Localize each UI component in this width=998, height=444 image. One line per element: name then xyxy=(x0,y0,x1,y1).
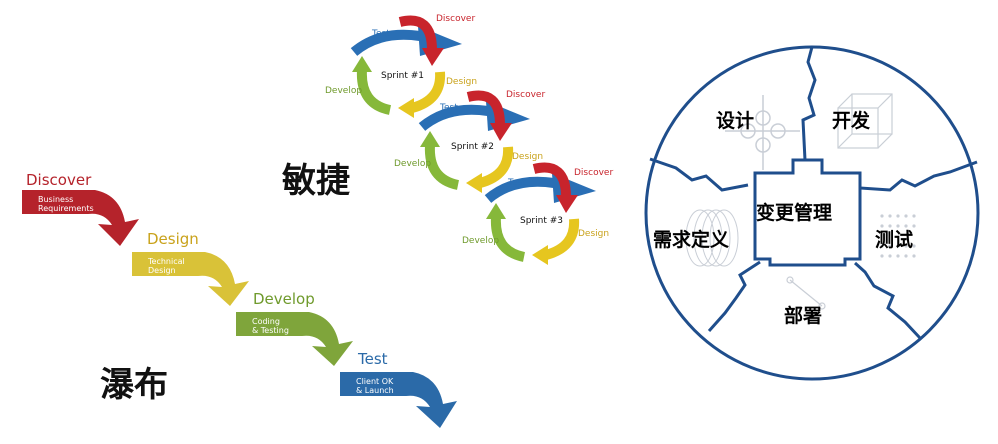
sprint-cycle-3: Sprint #3 Discover Test Design Develop xyxy=(462,162,613,265)
sprint-3-test-label: Test xyxy=(507,178,526,188)
waterfall-desc1-discover: Business xyxy=(38,195,73,204)
waterfall-diagram: Discover Business Requirements Design Te… xyxy=(22,171,457,428)
sprint-1-design-arrow xyxy=(410,71,446,113)
sprint-1-discover-arrow xyxy=(398,15,437,51)
wheel-center-hub xyxy=(753,158,862,267)
sprint-3-design-arrowhead xyxy=(532,245,548,265)
waterfall-desc2-test: & Launch xyxy=(356,386,394,395)
sprint-2-discover-arrow xyxy=(466,90,505,126)
sprint-1-develop-arrowhead xyxy=(352,56,372,72)
sprint-3-discover-label: Discover xyxy=(574,168,613,178)
sprint-3-design-label: Design xyxy=(578,229,609,239)
sprint-1-test-label: Test xyxy=(371,29,390,39)
deploy-decoration-icon xyxy=(786,276,826,310)
sprint-3-develop-arrowhead xyxy=(486,203,506,219)
wheel-center-label: 变更管理 xyxy=(756,201,832,224)
sprint-3-label: Sprint #3 xyxy=(520,216,563,226)
sprint-2-test-label: Test xyxy=(439,103,458,113)
sprint-1-label: Sprint #1 xyxy=(381,71,424,81)
waterfall-arrow-test xyxy=(340,372,457,428)
sprint-2-develop-arrowhead xyxy=(420,131,440,147)
waterfall-step-test: Test Client OK & Launch xyxy=(340,350,457,428)
waterfall-arrow-develop xyxy=(236,312,353,366)
sprint-2-design-label: Design xyxy=(512,152,543,162)
waterfall-heading-design: Design xyxy=(147,230,199,248)
waterfall-title: 瀑布 xyxy=(100,365,168,405)
requirements-decoration-icon xyxy=(685,209,739,267)
sprint-1-develop-arrow xyxy=(356,69,392,115)
waterfall-desc1-develop: Coding xyxy=(252,317,280,326)
sprint-2-design-arrowhead xyxy=(466,173,482,193)
wheel-segment-design: 设计 xyxy=(716,110,754,132)
sprint-1-test-arrow xyxy=(350,29,421,56)
waterfall-step-discover: Discover Business Requirements xyxy=(22,171,139,246)
change-management-wheel: 变更管理 设计 开发 测试 部署 需求定义 xyxy=(644,45,980,381)
waterfall-desc2-develop: & Testing xyxy=(252,326,289,335)
sprint-3-develop-label: Develop xyxy=(462,236,499,246)
sprint-1-design-label: Design xyxy=(446,77,477,87)
waterfall-heading-test: Test xyxy=(357,350,388,368)
waterfall-heading-develop: Develop xyxy=(253,290,315,308)
develop-decoration-icon xyxy=(837,93,893,149)
wheel-segment-develop: 开发 xyxy=(832,109,871,132)
test-decoration-icon xyxy=(880,214,916,258)
design-decoration-icon xyxy=(725,95,800,170)
sprint-3-develop-arrow xyxy=(490,216,526,262)
sprint-2-test-arrow xyxy=(418,104,489,131)
waterfall-desc1-design: Technical xyxy=(147,257,185,266)
waterfall-step-develop: Develop Coding & Testing xyxy=(236,290,353,366)
waterfall-desc2-design: Design xyxy=(148,266,176,275)
sprint-cycle-1: Sprint #1 Discover Test Design Develop xyxy=(325,14,477,118)
sprint-1-discover-arrowhead xyxy=(422,48,444,66)
waterfall-desc1-test: Client OK xyxy=(356,377,394,386)
sprint-3-design-arrow xyxy=(544,218,580,260)
sprint-2-develop-label: Develop xyxy=(394,159,431,169)
agile-diagram: 敏捷 Sprint #1 Discover Test Design Develo… xyxy=(282,14,613,265)
sprint-cycle-2: Sprint #2 Discover Test Design Develop xyxy=(394,90,545,193)
wheel-segment-test: 测试 xyxy=(875,229,913,251)
wheel-segment-deploy: 部署 xyxy=(784,304,822,327)
agile-title: 敏捷 xyxy=(282,161,350,201)
sprint-2-design-arrow xyxy=(478,146,514,188)
sprint-2-develop-arrow xyxy=(424,144,460,190)
sprint-3-test-arrow xyxy=(484,176,555,203)
waterfall-desc2-discover: Requirements xyxy=(38,204,94,213)
sprint-3-discover-arrow xyxy=(532,162,571,198)
sprint-2-discover-arrowhead xyxy=(490,123,512,141)
sprint-3-discover-arrowhead xyxy=(556,195,578,213)
sprint-1-design-arrowhead xyxy=(398,98,414,118)
waterfall-arrow-design xyxy=(132,252,249,306)
sprint-1-discover-label: Discover xyxy=(436,14,475,24)
sprint-1-develop-label: Develop xyxy=(325,86,362,96)
wheel-segment-requirements: 需求定义 xyxy=(653,228,729,251)
wheel-dividers xyxy=(649,46,978,340)
sprint-2-label: Sprint #2 xyxy=(451,142,494,152)
waterfall-step-design: Design Technical Design xyxy=(132,230,249,306)
waterfall-heading-discover: Discover xyxy=(26,171,92,189)
waterfall-arrow-discover xyxy=(22,190,139,246)
sprint-2-discover-label: Discover xyxy=(506,90,545,100)
